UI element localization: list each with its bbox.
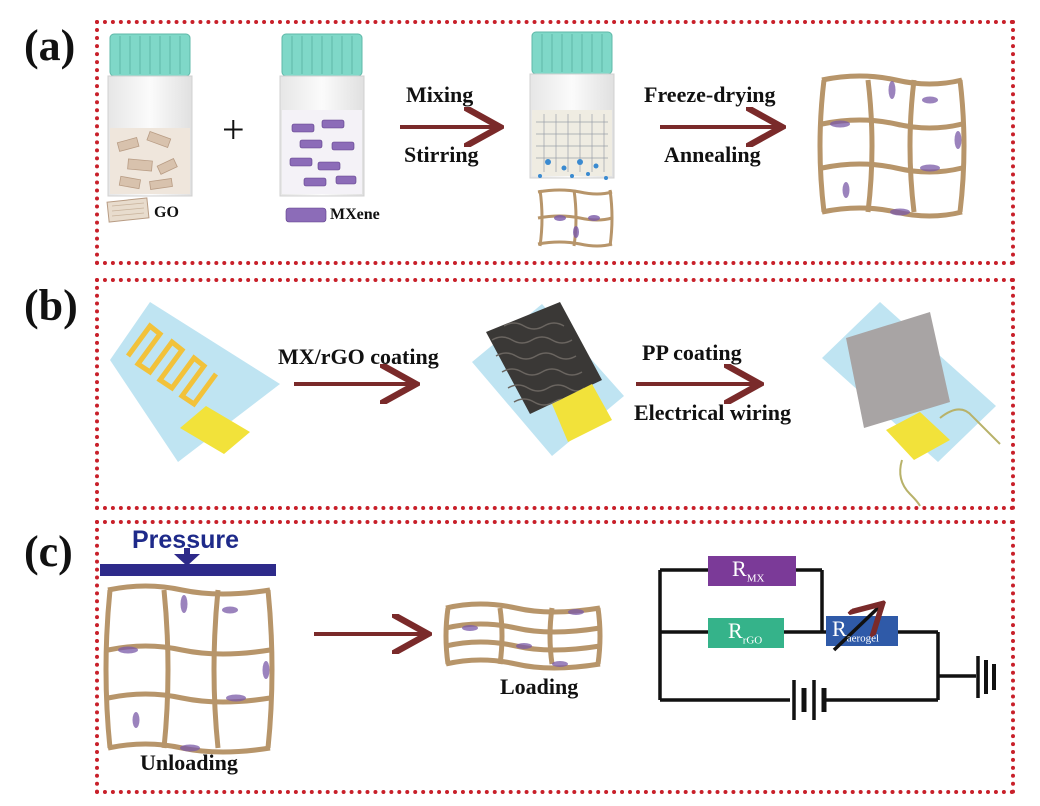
resistor-rgo-label: RrGO xyxy=(728,618,763,647)
step-electrical-wiring: Electrical wiring xyxy=(634,400,792,425)
wired-sensor xyxy=(822,302,1001,507)
loading-label: Loading xyxy=(500,674,579,699)
panel-label-a: (a) xyxy=(24,21,76,70)
resistor-aerogel-label: Raerogel xyxy=(832,616,880,645)
step-mx-rgo-coating: MX/rGO coating xyxy=(278,344,439,369)
step-annealing: Annealing xyxy=(664,142,761,167)
pressure-bar xyxy=(100,564,276,576)
panel-label-b: (b) xyxy=(24,281,78,330)
ground-symbol xyxy=(976,656,996,698)
battery-symbol xyxy=(792,680,827,720)
go-sheet-icon xyxy=(106,197,150,223)
electrode-substrate xyxy=(110,302,280,462)
go-jar xyxy=(107,33,193,197)
panel-a-frame xyxy=(95,20,1015,265)
resistor-rgo xyxy=(708,618,784,648)
panel-c-frame xyxy=(95,520,1015,794)
panel-label-c: (c) xyxy=(24,527,73,576)
step-freeze-drying: Freeze-drying xyxy=(644,82,776,107)
mxene-label: MXene xyxy=(330,206,380,223)
pressure-label: Pressure xyxy=(132,526,240,554)
pressure-arrow xyxy=(174,554,200,566)
resistor-mx xyxy=(708,556,796,586)
panel-b-frame xyxy=(95,278,1015,510)
mxene-jar xyxy=(279,33,365,197)
step-stirring: Stirring xyxy=(404,142,479,167)
mixed-aerogel-small xyxy=(537,188,614,248)
mixed-jar xyxy=(529,31,615,180)
aerogel-grid-unloading xyxy=(103,583,275,755)
resistor-mx-label: RMX xyxy=(732,556,765,585)
step-pp-coating: PP coating xyxy=(642,340,742,365)
mxene-sheet-icon xyxy=(285,207,327,223)
step-mixing: Mixing xyxy=(406,82,474,107)
go-label: GO xyxy=(154,204,179,221)
unloading-label: Unloading xyxy=(140,750,238,775)
variable-resistor-arrow xyxy=(832,606,880,652)
plus-sign: + xyxy=(222,107,245,152)
equivalent-circuit xyxy=(658,568,976,702)
coated-substrate xyxy=(472,302,624,456)
